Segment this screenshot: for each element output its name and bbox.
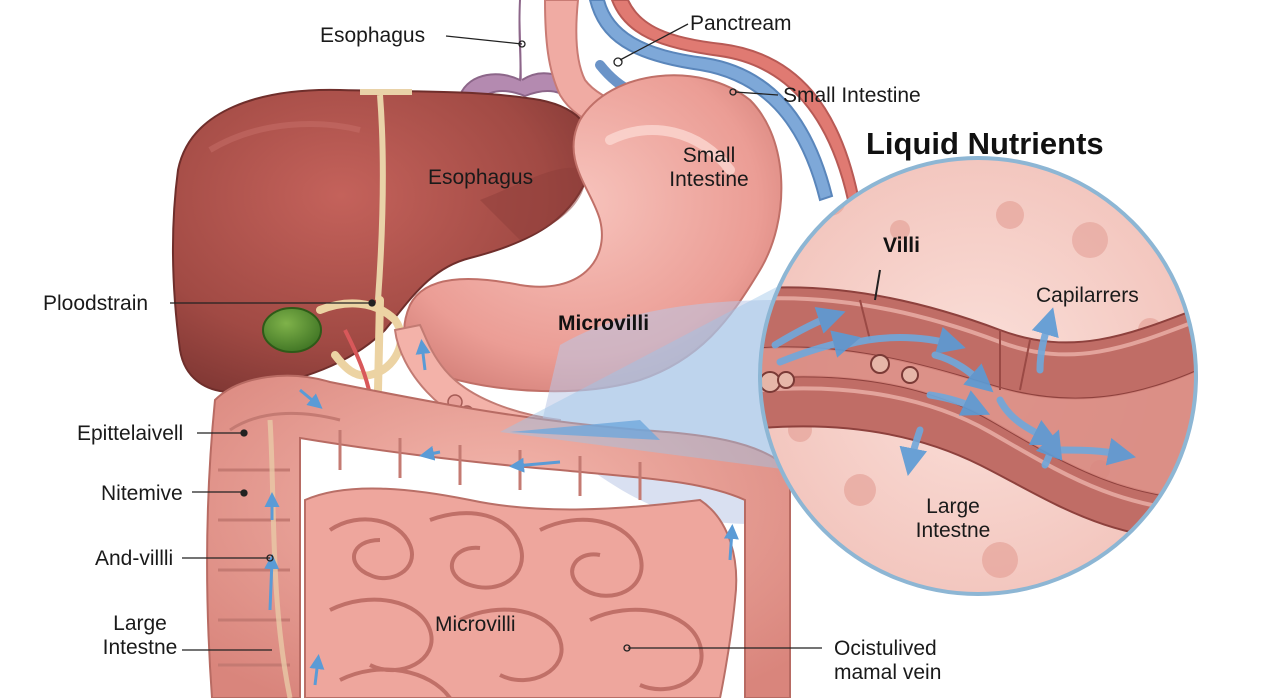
top-vessels [458, 0, 860, 202]
diagram-title: Liquid Nutrients [866, 126, 1104, 161]
zoom-beam [500, 280, 790, 470]
label-liver-esophagus: Esophagus [428, 166, 534, 189]
inset-label-capillaries: Capilarrers [1036, 284, 1139, 307]
label-epithelial: Epittelaivell [77, 422, 184, 445]
large-intestine [206, 374, 791, 698]
label-vein: Ocistulived mamal vein [834, 637, 942, 684]
leader-lines [170, 23, 822, 652]
inset-label-villi: Villi [883, 234, 920, 257]
label-pancreas: Panctream [690, 12, 792, 35]
label-duodenum-microvilli: Microvilli [558, 312, 650, 335]
label-anti-villi: And-villli [95, 547, 174, 570]
label-stomach-small-intestine: Small Intestine [669, 144, 749, 191]
intestine-flow-arrows [264, 339, 739, 686]
inset-magnified-view [758, 156, 1198, 596]
label-nitemive: Nitemive [101, 482, 183, 505]
small-intestine-coils [304, 487, 738, 698]
label-large-intestine-left: Large Intestne [102, 612, 178, 659]
label-esophagus-top: Esophagus [320, 24, 426, 47]
inset-label-large-intestine: Large Intestne [915, 495, 991, 542]
zoom-beam-arrow [510, 420, 660, 440]
label-small-intestine-top: Small Intestine [783, 84, 921, 107]
label-small-intestine-microvilli: Microvilli [435, 613, 516, 636]
label-bloodstream: Ploodstrain [43, 292, 149, 315]
